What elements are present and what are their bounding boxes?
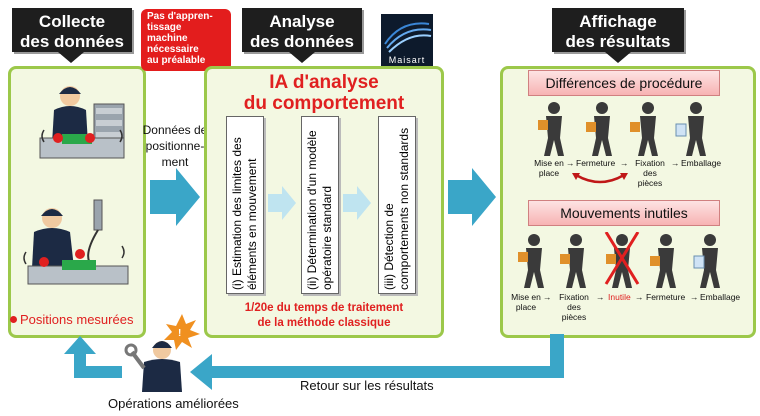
ai-title: IA d'analyse du comportement <box>206 72 442 114</box>
worker-assembly-illustration <box>39 86 125 159</box>
worker-screwing-illustration <box>23 199 129 285</box>
waste-step-2: Fixation des pièces <box>559 292 589 322</box>
arrow-right-icon: → <box>671 158 680 168</box>
collect-header-pointer <box>58 52 84 63</box>
maisart-logo: Maisart <box>381 14 433 68</box>
step-2-text: (ii) Détermination d'un modèle opératoir… <box>305 130 334 290</box>
pretraining-callout: Pas d'appren- tissage machine nécessaire… <box>141 9 231 71</box>
svg-text:!: ! <box>178 328 181 339</box>
arrow-right-icon: → <box>543 292 552 302</box>
positions-legend: Positions mesurées <box>10 312 133 327</box>
step-3-text: (iii) Détection de comportements non sta… <box>382 127 411 290</box>
procedure-diff-title: Différences de procédure <box>528 70 720 96</box>
flow-label-line2: positionne- <box>145 139 205 153</box>
procedure-steps-row: Mise en place → Fermeture → Fixation des… <box>530 158 740 188</box>
callout-line3: machine <box>147 33 188 44</box>
flow-label-line1: Données de <box>142 123 208 137</box>
arrow-right-icon: → <box>566 158 575 168</box>
arrow-right-icon: → <box>620 158 629 168</box>
arrow-right-icon: → <box>596 292 605 302</box>
diff-step-2: Fermeture <box>576 158 616 168</box>
flow-arrow-1 <box>150 168 200 226</box>
callout-line4: nécessaire <box>147 44 199 55</box>
ai-title-line2: du comportement <box>243 93 405 114</box>
swoosh-icon <box>384 22 432 53</box>
analysis-title-line1: Analyse <box>269 12 335 31</box>
callout-line1: Pas d'appren- <box>147 11 213 22</box>
arrow-right-icon: → <box>690 292 699 302</box>
flow-arrow-2 <box>448 168 496 226</box>
step-box-3: (iii) Détection de comportements non sta… <box>378 116 416 294</box>
arrow-right-icon: → <box>635 292 644 302</box>
callout-line2: tissage <box>147 22 182 33</box>
collect-header: Collecte des données <box>12 8 132 52</box>
positions-label: Positions mesurées <box>20 312 134 327</box>
procedure-workers-row <box>538 102 706 156</box>
diff-step-3: Fixation des pièces <box>635 158 665 188</box>
display-title-line1: Affichage <box>579 12 657 31</box>
step-arrow-2 <box>343 186 371 220</box>
speed-note: 1/20e du temps de traitement de la métho… <box>206 301 442 331</box>
step-1-text: (i) Estimation des limites des éléments … <box>230 137 259 290</box>
collect-title-line1: Collecte <box>38 12 106 31</box>
swap-arrow-icon <box>572 173 628 184</box>
analysis-title-line2: des données <box>250 32 354 51</box>
diff-step-4: Emballage <box>681 158 722 168</box>
callout-line5: au préalable <box>147 55 206 66</box>
improved-label: Opérations améliorées <box>108 396 239 411</box>
analysis-header: Analyse des données <box>242 8 362 52</box>
red-dot-icon <box>10 316 17 323</box>
speed-line1: 1/20e du temps de traitement <box>244 302 404 314</box>
step-box-2: (ii) Détermination d'un modèle opératoir… <box>301 116 339 294</box>
display-header-pointer <box>605 52 631 63</box>
speed-line2: de la méthode classique <box>257 317 391 329</box>
waste-step-3: Inutile <box>608 292 631 302</box>
wasted-steps-row: Mise en place → Fixation des pièces → In… <box>508 292 748 322</box>
ai-title-line1: IA d'analyse <box>269 72 379 93</box>
waste-step-4: Fermeture <box>646 292 686 302</box>
improved-worker-illustration: ! <box>124 314 200 392</box>
display-title-line2: des résultats <box>565 32 671 51</box>
feedback-label: Retour sur les résultats <box>300 378 434 393</box>
waste-step-5: Emballage <box>700 292 741 302</box>
wasted-moves-title: Mouvements inutiles <box>528 200 720 226</box>
collect-title-line2: des données <box>20 32 124 51</box>
display-header: Affichage des résultats <box>552 8 684 52</box>
flow-label: Données de positionne- ment <box>140 122 210 170</box>
step-arrow-1 <box>268 186 296 220</box>
diff-step-1: Mise en place <box>534 158 564 178</box>
step-box-1: (i) Estimation des limites des éléments … <box>226 116 264 294</box>
analysis-header-pointer <box>289 52 315 63</box>
logo-text: Maisart <box>388 55 426 65</box>
flow-label-line3: ment <box>161 155 189 169</box>
waste-step-1: Mise en place <box>511 292 541 312</box>
feedback-arrow <box>64 334 564 390</box>
wasted-workers-row <box>518 232 720 288</box>
